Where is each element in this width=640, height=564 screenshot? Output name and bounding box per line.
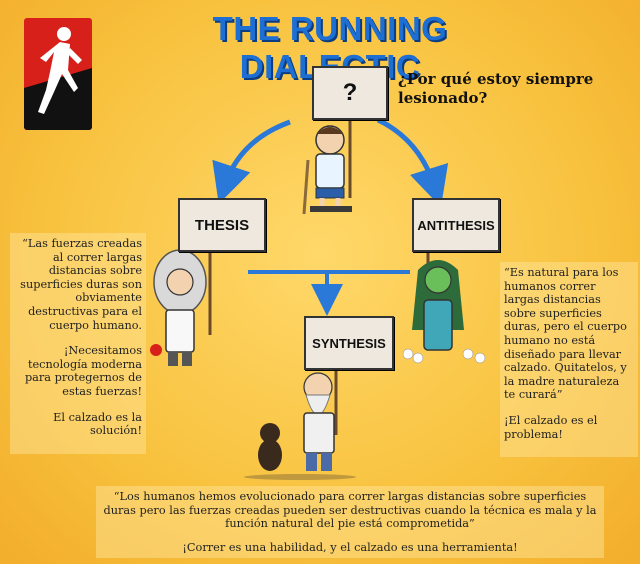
synthesis-sign: SYNTHESIS [304, 316, 394, 370]
runner-logo [24, 18, 92, 130]
synthesis-note: “Los humanos hemos evolucionado para cor… [96, 486, 604, 559]
arrow-to-antithesis [376, 117, 449, 208]
injured-runner-figure [302, 108, 352, 215]
thesis-quote: “Las fuerzas creadas al correr largas di… [20, 237, 142, 332]
antithesis-quote: “Es natural para los humanos correr larg… [504, 266, 627, 402]
antithesis-note: “Es natural para los humanos correr larg… [500, 262, 638, 458]
thesis-note: “Las fuerzas creadas al correr largas di… [10, 233, 146, 454]
synthesis-quote: “Los humanos hemos evolucionado para cor… [103, 490, 597, 531]
thesis-para2: ¡Necesitamos tecnología moderna para pro… [24, 344, 142, 398]
antithesis-para2: ¡El calzado es el problema! [504, 413, 598, 441]
thesis-para3: El calzado es la solución! [53, 410, 142, 438]
antithesis-sign: ANTITHESIS [412, 198, 500, 252]
synthesis-para2: ¡Correr es una habilidad, y el calzado e… [182, 540, 518, 554]
question-text: ¿Por qué estoy siempre lesionado? [398, 70, 594, 107]
antithesis-figure [402, 250, 486, 364]
question-sign: ? [312, 66, 388, 120]
thesis-figure [150, 240, 212, 366]
synthesis-figure [244, 355, 356, 480]
thesis-sign: THESIS [178, 198, 266, 252]
arrow-to-thesis [212, 119, 291, 204]
